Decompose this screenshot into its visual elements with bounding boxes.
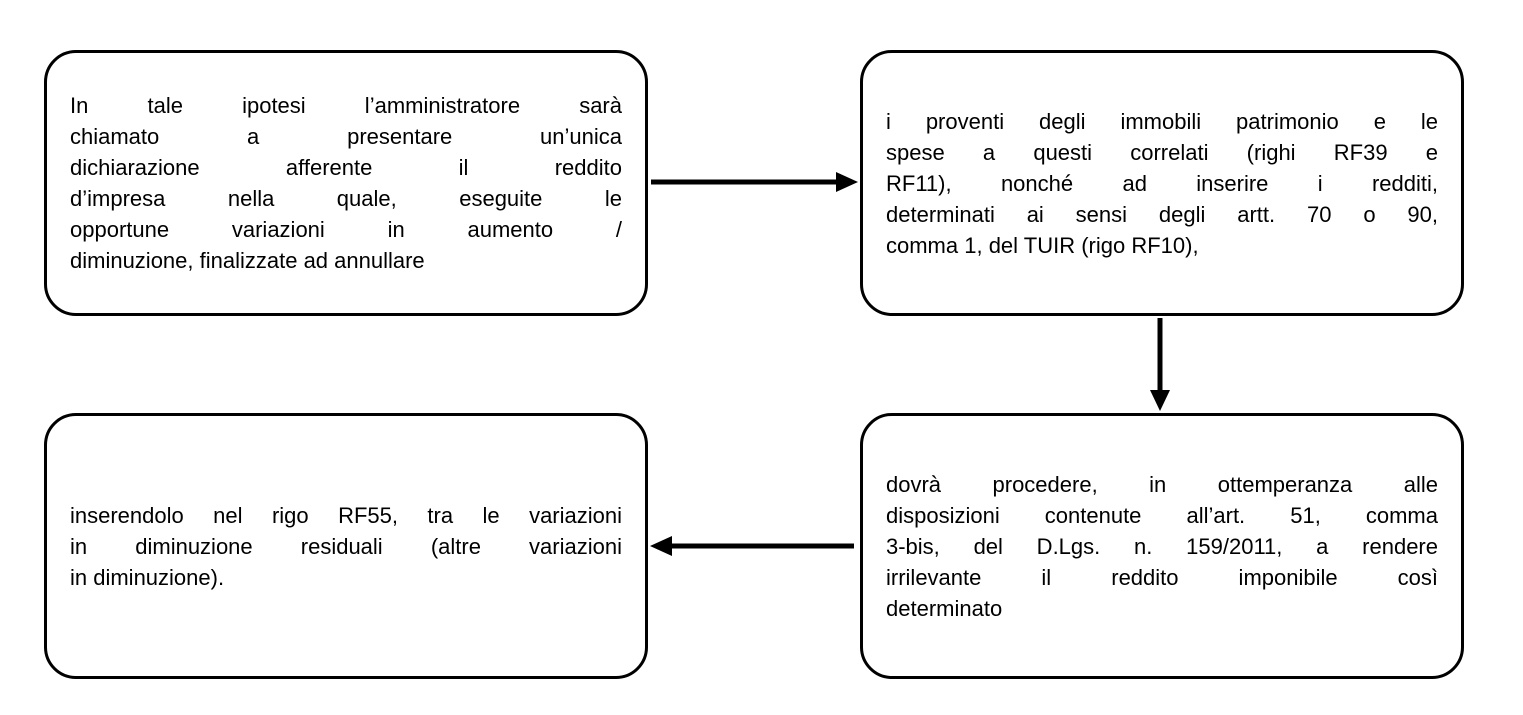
- box-text-line: determinato: [886, 595, 1003, 621]
- box-text-line: comma 1, del TUIR (rigo RF10),: [886, 232, 1199, 258]
- box-text-line: diminuzione, finalizzate ad annullare: [70, 248, 425, 273]
- box-text-line: spese a questi correlati (righi RF39 e: [886, 139, 1438, 165]
- box-text-line: disposizioni contenute all’art. 51, comm…: [886, 502, 1438, 528]
- box-text-line: chiamato a presentare un’unica: [70, 124, 622, 149]
- box-text-line: dovrà procedere, in ottemperanza alle: [886, 471, 1438, 497]
- box-text-line: in diminuzione).: [70, 564, 225, 590]
- box-text-line: d’impresa nella quale, eseguite le: [70, 186, 622, 211]
- box-text-line: in diminuzione residuali (altre variazio…: [70, 533, 622, 559]
- flow-arrow-top-right-icon: [651, 172, 858, 192]
- flow-box-top-right: i proventi degli immobili patrimonio e l…: [860, 50, 1464, 316]
- flow-box-bottom-right: dovrà procedere, in ottemperanza alle dis…: [860, 413, 1464, 679]
- flow-arrow-bottom-left-icon: [650, 536, 854, 556]
- box-text-line: determinati ai sensi degli artt. 70 o 90…: [886, 201, 1438, 227]
- box-text-line: 3-bis, del D.Lgs. n. 159/2011, a rendere: [886, 533, 1438, 559]
- box-text-line: inserendolo nel rigo RF55, tra le variaz…: [70, 502, 622, 528]
- box-text-line: i proventi degli immobili patrimonio e l…: [886, 108, 1438, 134]
- box-text-line: irrilevante il reddito imponibile così: [886, 564, 1438, 590]
- flow-box-top-left: In tale ipotesi l’amministratore sarà chi…: [44, 50, 648, 316]
- box-text-line: In tale ipotesi l’amministratore sarà: [70, 93, 622, 118]
- flow-box-bottom-left: inserendolo nel rigo RF55, tra le variaz…: [44, 413, 648, 679]
- box-text-line: RF11), nonché ad inserire i redditi,: [886, 170, 1438, 196]
- flow-arrow-down-icon: [1150, 318, 1170, 411]
- box-text-line: dichiarazione afferente il reddito: [70, 155, 622, 180]
- box-text-line: opportune variazioni in aumento /: [70, 217, 622, 242]
